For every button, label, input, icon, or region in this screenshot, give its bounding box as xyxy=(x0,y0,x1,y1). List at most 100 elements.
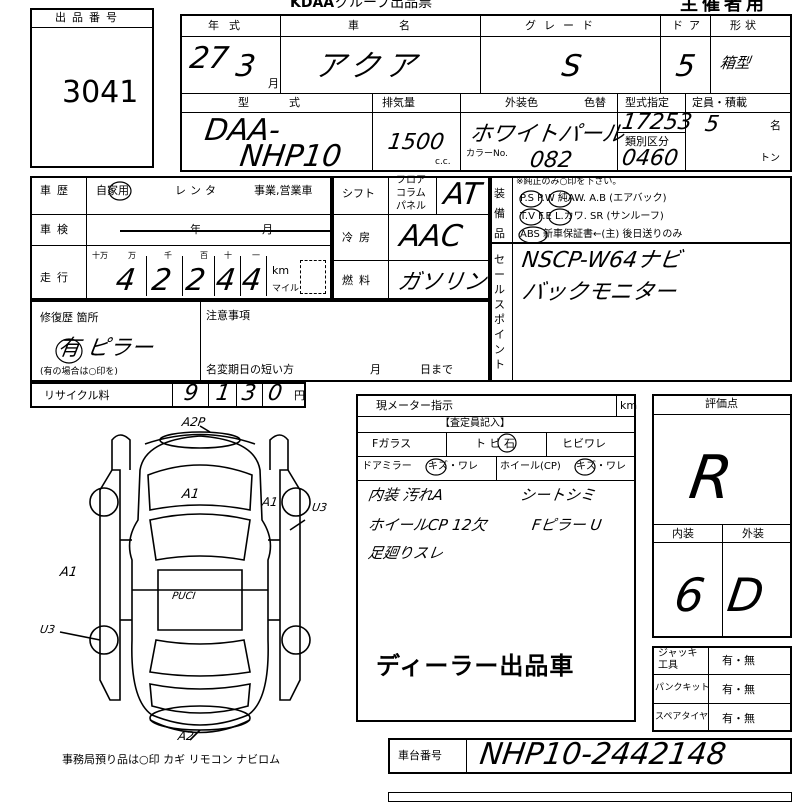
col-category: 類別区分 xyxy=(625,135,669,148)
organizer-label: 主催者用 xyxy=(680,0,768,15)
inspector-note-0: 内装 汚れA xyxy=(366,486,445,504)
inspection-label: 車検 xyxy=(40,223,74,236)
tool-jack-value: 有・無 xyxy=(722,654,755,667)
load-unit: トン xyxy=(760,153,780,164)
km-unit: km xyxy=(272,264,290,277)
history-table xyxy=(30,176,332,300)
color-no-value: 082 xyxy=(528,148,574,173)
recycle-unit: 円 xyxy=(294,389,305,402)
mileage-unit-2: 千 xyxy=(164,251,172,260)
chassis-label: 車台番号 xyxy=(398,749,442,762)
inspection-year: 年 xyxy=(190,223,201,236)
mileage-unit-0: 十万 xyxy=(92,251,108,260)
col-doors: ドア xyxy=(672,19,706,32)
recycle-label: リサイクル料 xyxy=(44,389,110,402)
fuel-value: ガソリン xyxy=(396,270,488,295)
repair-box xyxy=(30,300,490,382)
inspector-label: 【査定員記入】 xyxy=(440,418,510,429)
tool-spare-value: 有・無 xyxy=(722,712,755,725)
interior-label: 内装 xyxy=(672,527,694,540)
history-rental: レンタ xyxy=(175,184,220,197)
shift-value: AT xyxy=(441,177,484,212)
mileage-unit-4: 十 xyxy=(224,251,232,260)
chassis-box xyxy=(388,738,792,774)
chassis-value: NHP10-2442148 xyxy=(477,737,729,772)
col-shape: 形状 xyxy=(730,19,760,32)
diagram-mark-roof: PUCI xyxy=(171,591,197,602)
repair-label: 修復歴 箇所 xyxy=(40,311,99,324)
mile-unit: マイル xyxy=(272,284,300,294)
remarks-label: 注意事項 xyxy=(206,309,250,322)
diagram-mark-front: A2P xyxy=(181,415,207,429)
office-items: 事務局預り品は○印 カギ リモコン ナビロム xyxy=(62,753,281,766)
ac-value: AAC xyxy=(397,219,465,254)
sales-point-line2: バックモニター xyxy=(520,280,678,305)
month-unit: 月 xyxy=(268,77,279,90)
tool-jack-label: ジャッキ工具 xyxy=(658,648,698,671)
history-business: 事業,営業車 xyxy=(254,184,313,197)
category-value: 0460 xyxy=(620,146,680,171)
ac-label: 冷房 xyxy=(342,231,376,244)
col-capacity: 定員・積載 xyxy=(692,96,747,109)
color-no-label: カラーNo. xyxy=(466,149,508,159)
meter-unit: km xyxy=(620,399,638,412)
inspector-note-4: 足廻りスレ xyxy=(366,544,445,562)
glass-label: Fガラス xyxy=(372,437,412,450)
diagram-mark-right-side: A1 xyxy=(261,495,279,509)
crack-label: ヒビワレ xyxy=(562,437,606,450)
shift-column: コラム xyxy=(396,188,426,199)
repair-value: 有 ピラー xyxy=(56,336,155,361)
col-model: 型式 xyxy=(238,96,340,109)
diagram-mark-right-front: U3 xyxy=(311,501,328,514)
wheel-marks: キズ・ワレ xyxy=(576,461,626,472)
capacity-unit: 名 xyxy=(770,119,781,132)
mileage-label: 走行 xyxy=(40,271,74,284)
col-name: 車名 xyxy=(348,19,450,32)
inspection-month: 月 xyxy=(262,223,273,236)
grade-score: R xyxy=(685,443,737,513)
lot-label: 出品番号 xyxy=(55,11,123,24)
inspector-box xyxy=(356,394,636,722)
exterior-label: 外装 xyxy=(742,527,764,540)
stone-label: ト ビ 石 xyxy=(475,437,515,450)
shape-value: 箱型 xyxy=(718,54,752,72)
shift-panel: パネル xyxy=(396,201,426,212)
exterior-score: D xyxy=(724,568,768,622)
sales-point-line1: NSCP-W64ナビ xyxy=(520,248,683,273)
tool-spare-label: スペアタイヤ xyxy=(655,712,709,722)
history-label: 車歴 xyxy=(40,184,74,197)
car-name-value: アクア xyxy=(312,49,425,84)
tool-puncture-value: 有・無 xyxy=(722,683,755,696)
col-colorno: 色替 xyxy=(584,96,606,109)
inspector-note-1: シートシミ xyxy=(518,486,597,504)
recycle-box xyxy=(30,382,306,408)
diagram-mark-hood: A1 xyxy=(180,487,201,502)
col-model-designation: 型式指定 xyxy=(625,96,669,109)
sales-point-label: セールスポイント xyxy=(494,253,505,371)
col-displacement: 排気量 xyxy=(382,96,415,109)
name-change-month: 月 xyxy=(370,363,381,376)
mileage-unit-5: 一 xyxy=(252,251,260,260)
col-exterior: 外装色 xyxy=(505,96,538,109)
dealer-stamp: ディーラー出品車 xyxy=(376,652,575,680)
shift-label: シフト xyxy=(342,187,375,200)
meter-label: 現メーター指示 xyxy=(376,399,453,412)
equipment-row2: T.V F.E L.カワ. SR (サンルーフ) xyxy=(520,211,664,222)
mileage-unit-1: 万 xyxy=(128,251,136,260)
sheet-title: グループ出品票 xyxy=(335,0,433,11)
col-year: 年式 xyxy=(208,19,250,32)
lot-box xyxy=(30,8,154,168)
col-grade: グレード xyxy=(525,19,601,32)
exterior-value: ホワイトパール xyxy=(468,122,626,147)
history-private: 自家用 xyxy=(96,184,129,197)
equipment-row1: P.S P.W 純AW. A.B (エアバック) xyxy=(520,193,667,204)
displacement-value: 1500 xyxy=(386,130,446,155)
diagram-mark-left-rear: U3 xyxy=(39,623,56,636)
tools-box xyxy=(652,646,792,732)
inspector-note-2: ホイールCP 12欠 xyxy=(366,516,488,534)
shift-floor: フロア xyxy=(396,175,426,186)
inspector-note-3: Fピラー U xyxy=(530,516,603,534)
auction-logo: KDAA xyxy=(290,0,335,11)
equipment-note: ※純正のみ○印を下さい。 xyxy=(516,177,622,187)
tool-puncture-label: パンクキット xyxy=(655,683,710,693)
